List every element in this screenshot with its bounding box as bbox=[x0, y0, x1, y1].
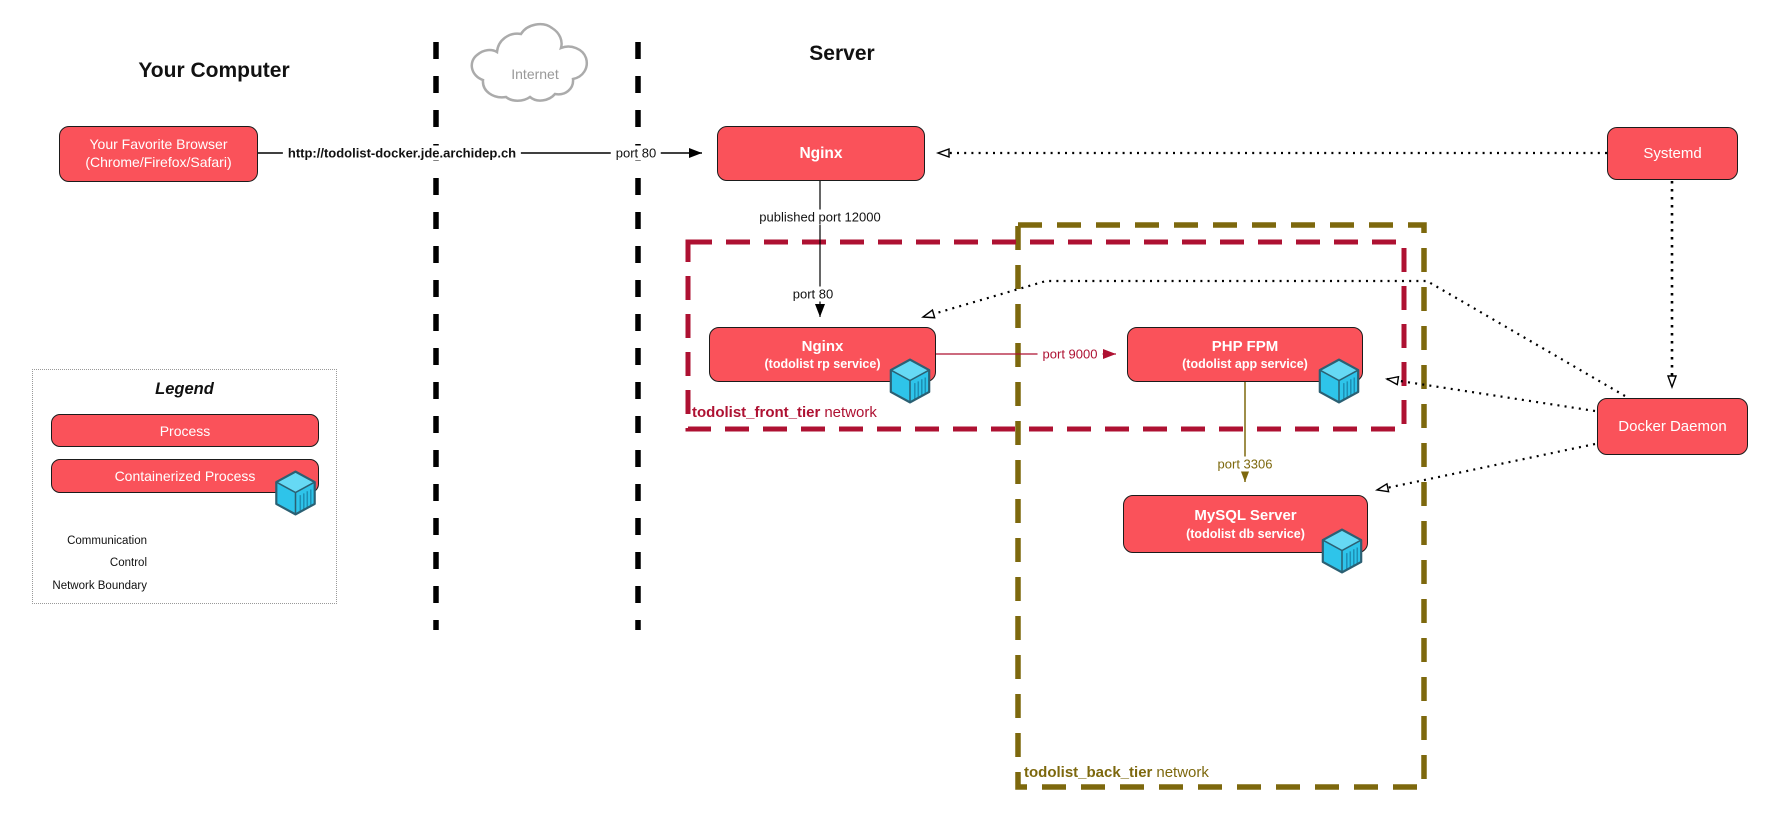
port-80-external-label: port 80 bbox=[610, 145, 662, 161]
ctrl-docker-to-phpfpm bbox=[1384, 375, 1596, 413]
browser-label-line1: Your Favorite Browser bbox=[89, 136, 228, 153]
legend-containerized-node: Containerized Process bbox=[51, 459, 319, 493]
legend-control-label: Control bbox=[109, 557, 147, 569]
container-icon bbox=[1318, 358, 1360, 404]
back-tier-network-rect bbox=[1015, 222, 1427, 790]
browser-node: Your Favorite Browser (Chrome/Firefox/Sa… bbox=[59, 126, 258, 182]
mysql-subtitle: (todolist db service) bbox=[1186, 526, 1305, 541]
browser-label-line2: (Chrome/Firefox/Safari) bbox=[85, 154, 232, 170]
ctrl-docker-to-mysql bbox=[1374, 442, 1596, 493]
nginx-rp-title: Nginx bbox=[801, 337, 844, 355]
back-tier-network-name: todolist_back_tier bbox=[1024, 764, 1153, 781]
server-title: Server bbox=[809, 42, 875, 65]
legend-title: Legend bbox=[155, 380, 214, 398]
front-tier-network-suffix: network bbox=[824, 404, 877, 421]
systemd-label: Systemd bbox=[1643, 144, 1702, 162]
url-label: http://todolist-docker.jde.archidep.ch bbox=[282, 145, 522, 161]
internet-cloud bbox=[470, 22, 588, 102]
published-port-label: published port 12000 bbox=[754, 209, 886, 225]
container-icon bbox=[275, 470, 316, 516]
front-tier-network-rect bbox=[685, 239, 1407, 432]
legend-containerized-label: Containerized Process bbox=[114, 468, 256, 484]
back-tier-network-suffix: network bbox=[1156, 764, 1209, 781]
port-9000-label: port 9000 bbox=[1037, 346, 1103, 362]
port-3306-label: port 3306 bbox=[1212, 456, 1278, 472]
internet-cloud-label: Internet bbox=[511, 66, 559, 82]
nginx-rp-subtitle: (todolist rp service) bbox=[764, 357, 881, 372]
your-computer-title: Your Computer bbox=[138, 59, 290, 82]
mysql-title: MySQL Server bbox=[1194, 507, 1297, 525]
legend-network-boundary-label: Network Boundary bbox=[52, 580, 147, 592]
container-icon bbox=[889, 358, 931, 404]
docker-daemon-node: Docker Daemon bbox=[1597, 398, 1748, 455]
php-fpm-subtitle: (todolist app service) bbox=[1182, 357, 1308, 372]
container-icon bbox=[1321, 528, 1363, 574]
ctrl-docker-to-rp bbox=[921, 279, 1626, 397]
docker-daemon-label: Docker Daemon bbox=[1618, 417, 1727, 435]
legend-process-label: Process bbox=[159, 422, 211, 439]
nginx-label: Nginx bbox=[799, 144, 843, 162]
port-80-internal-label: port 80 bbox=[787, 286, 839, 302]
php-fpm-title: PHP FPM bbox=[1211, 337, 1279, 355]
legend-communication-label: Communication bbox=[67, 535, 147, 547]
nginx-node: Nginx bbox=[717, 126, 925, 181]
front-tier-network-name: todolist_front_tier bbox=[692, 404, 821, 421]
systemd-node: Systemd bbox=[1607, 127, 1738, 180]
legend-process-node: Process bbox=[51, 414, 319, 447]
